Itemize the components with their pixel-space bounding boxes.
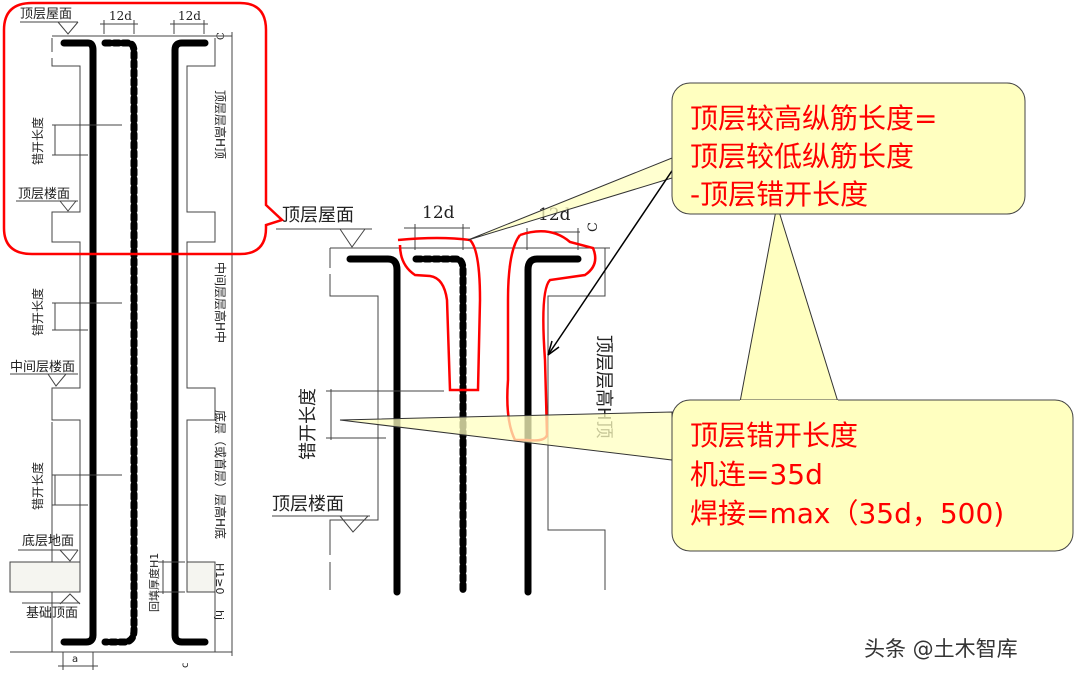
column-outline-right bbox=[186, 38, 216, 652]
rebar-left bbox=[60, 39, 97, 646]
backfill-right bbox=[186, 561, 216, 593]
callout-bottom-line: 机连=35d bbox=[690, 458, 823, 491]
dim-12d-label: 12d bbox=[109, 9, 132, 23]
column-outline-left bbox=[51, 38, 81, 652]
zoom-diagram: 12d 12d C 顶层屋面 顶层楼面 错开长度 顶层层高H顶 bbox=[272, 203, 614, 596]
dim-12d-label: 12d bbox=[178, 9, 201, 23]
bottom-story-height-label: 底层（或首层）层高H底 bbox=[213, 410, 228, 539]
left-diagram: 12d 12d C 顶层屋面 顶层楼面 中间层楼面 底层地面 基础顶面 错开长度… bbox=[9, 7, 233, 670]
hj-label: hj bbox=[213, 610, 226, 620]
stagger-length-label: 错开长度 bbox=[30, 288, 45, 336]
stagger-length-label: 错开长度 bbox=[30, 462, 45, 510]
rebar-right bbox=[171, 39, 209, 646]
zoom-top-story-height-label: 顶层层高H顶 bbox=[593, 335, 614, 439]
backfill-left bbox=[9, 561, 81, 593]
zoom-rebar-dotted bbox=[412, 255, 467, 596]
callout-top bbox=[671, 82, 1026, 215]
ground-floor-level-label: 底层地面 bbox=[22, 533, 74, 549]
top-story-height-label: 顶层层高H顶 bbox=[213, 90, 228, 159]
foundation-top-label: 基础顶面 bbox=[26, 606, 78, 621]
callout-top-tail bbox=[467, 157, 673, 241]
callout-bottom bbox=[671, 399, 1074, 552]
zoom-cover-c-label: C bbox=[586, 222, 601, 232]
rebar-dotted-middle bbox=[101, 39, 138, 646]
watermark: 头条 @土木智库 bbox=[864, 637, 1018, 661]
zoom-top-floor-label: 顶层楼面 bbox=[272, 494, 344, 515]
middle-story-height-label: 中间层层高H中 bbox=[213, 262, 228, 343]
pointer-arrow bbox=[547, 149, 687, 356]
c-label: c bbox=[180, 663, 191, 669]
a-label: a bbox=[72, 654, 78, 665]
roof-level-label: 顶层屋面 bbox=[20, 7, 72, 22]
backfill-condition-label: H1≥0 bbox=[213, 563, 226, 595]
callout-bottom-line: 焊接=max（35d，500) bbox=[690, 497, 1004, 530]
highlight-lower-bar bbox=[397, 236, 482, 392]
arrowhead-icon bbox=[547, 340, 560, 356]
top-floor-level-label: 顶层楼面 bbox=[18, 187, 70, 202]
callout-connector bbox=[739, 204, 839, 403]
zoom-stagger-label: 错开长度 bbox=[298, 388, 319, 460]
zoom-dim-12d-label: 12d bbox=[422, 203, 455, 223]
callout-top-line: -顶层错开长度 bbox=[690, 178, 868, 211]
zoom-rebar-left bbox=[346, 255, 401, 596]
zoom-rebar-right bbox=[524, 255, 582, 596]
highlight-box bbox=[2, 1, 285, 256]
callout-bottom-line: 顶层错开长度 bbox=[690, 419, 858, 452]
callout-bottom-tail bbox=[339, 411, 673, 461]
highlight-upper-bar bbox=[506, 230, 597, 442]
zoom-roof-label: 顶层屋面 bbox=[282, 205, 354, 226]
middle-floor-level-label: 中间层楼面 bbox=[10, 360, 75, 375]
cover-c-label: C bbox=[216, 32, 227, 40]
callout-top-line: 顶层较低纵筋长度 bbox=[690, 140, 914, 173]
zoom-column-outline bbox=[329, 247, 610, 590]
dim-12d bbox=[100, 20, 208, 34]
stagger-length-label: 错开长度 bbox=[30, 117, 45, 165]
callout-top-line: 顶层较高纵筋长度= bbox=[690, 102, 937, 135]
backfill-thickness-label: 回填厚度H1 bbox=[147, 553, 161, 612]
